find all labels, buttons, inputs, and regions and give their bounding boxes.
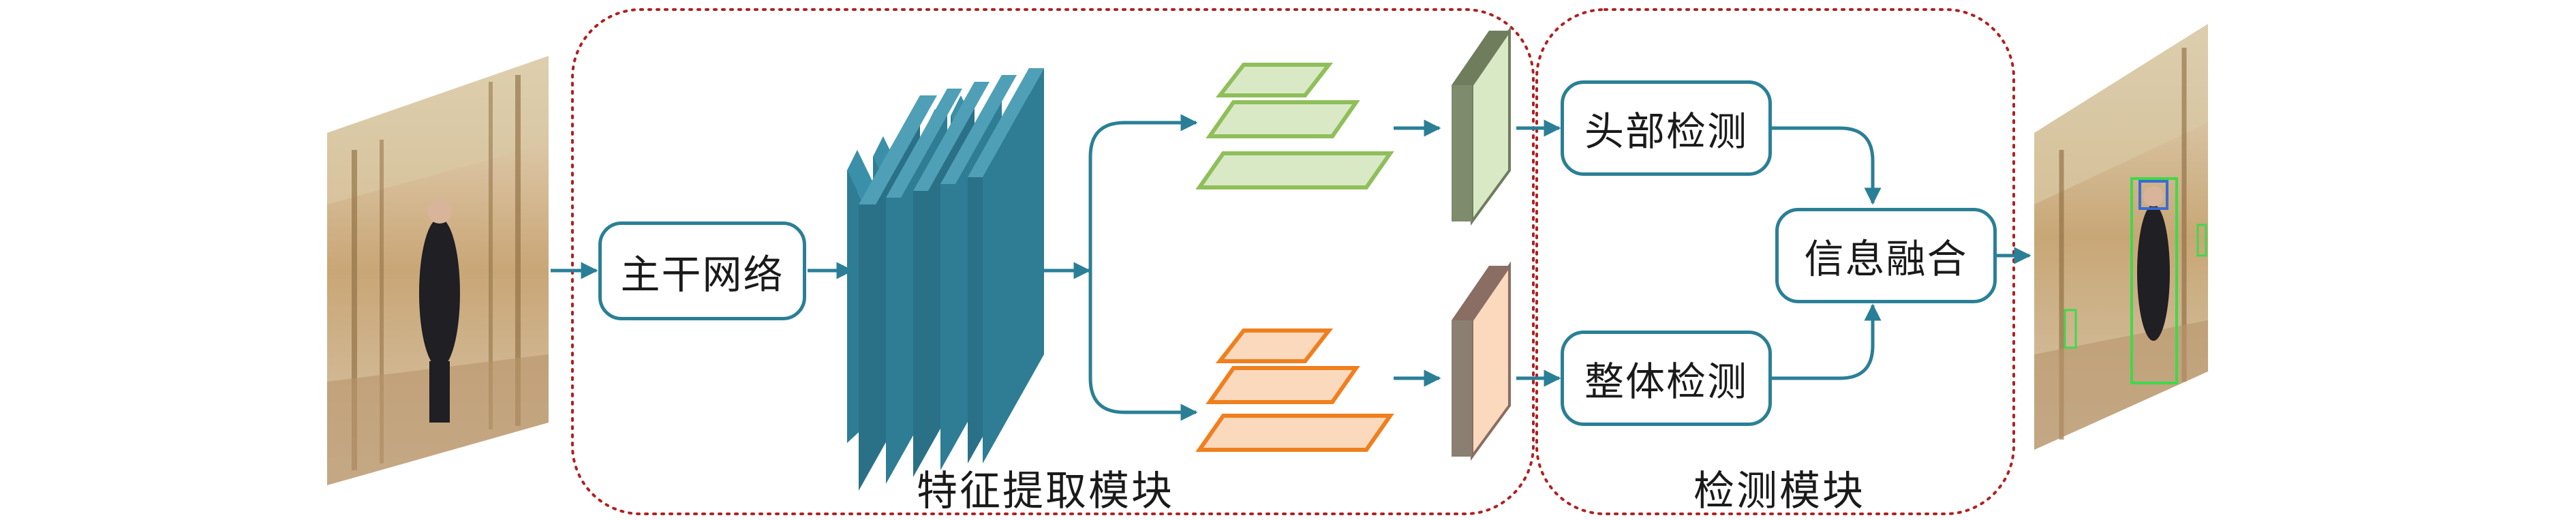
body-feature-planes: [1195, 328, 1394, 452]
head-detection-node: 头部检测: [1561, 80, 1772, 176]
head-feature-cuboid: [1452, 26, 1511, 226]
backbone-node: 主干网络: [598, 221, 806, 320]
detection-module-label: 检测模块: [1693, 468, 1865, 515]
detection-module-border: [1535, 8, 2015, 515]
detection-box-head: [2138, 180, 2168, 210]
input-image: [327, 56, 549, 485]
connectors: [551, 114, 2031, 421]
person-figure: [419, 218, 460, 368]
detection-box-small-1: [2064, 309, 2077, 349]
arrow-head-detect-to-fusion: [1772, 126, 1882, 205]
body-detection-node: 整体检测: [1561, 331, 1772, 426]
detection-box-small-2: [2196, 224, 2207, 257]
body-feature-cuboid: [1452, 261, 1511, 461]
feature-block-layers: [859, 68, 1044, 491]
output-image: [2034, 24, 2208, 450]
feature-extraction-module-label: 特征提取模块: [917, 468, 1174, 515]
feature-extraction-module-border: [571, 8, 1535, 515]
head-feature-planes: [1195, 63, 1394, 189]
arrow-split-to-body: [1088, 271, 1198, 421]
arrow-body-detect-to-fusion: [1772, 303, 1882, 380]
detection-box-body: [2130, 177, 2178, 384]
fusion-node: 信息融合: [1775, 208, 1997, 303]
arrow-split-to-head: [1088, 114, 1198, 271]
